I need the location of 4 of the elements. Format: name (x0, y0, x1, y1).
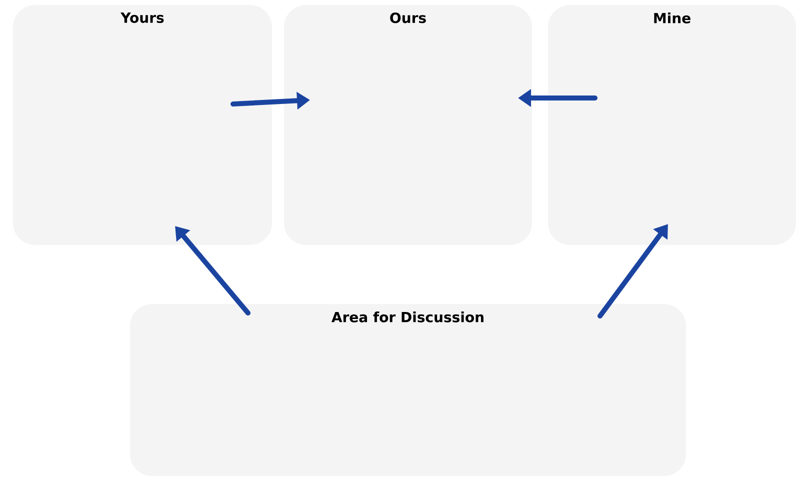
panel: Ours (284, 5, 532, 245)
panel: Mine (548, 5, 796, 245)
panel: Yours (13, 5, 272, 245)
panel: Area for Discussion (130, 304, 686, 476)
